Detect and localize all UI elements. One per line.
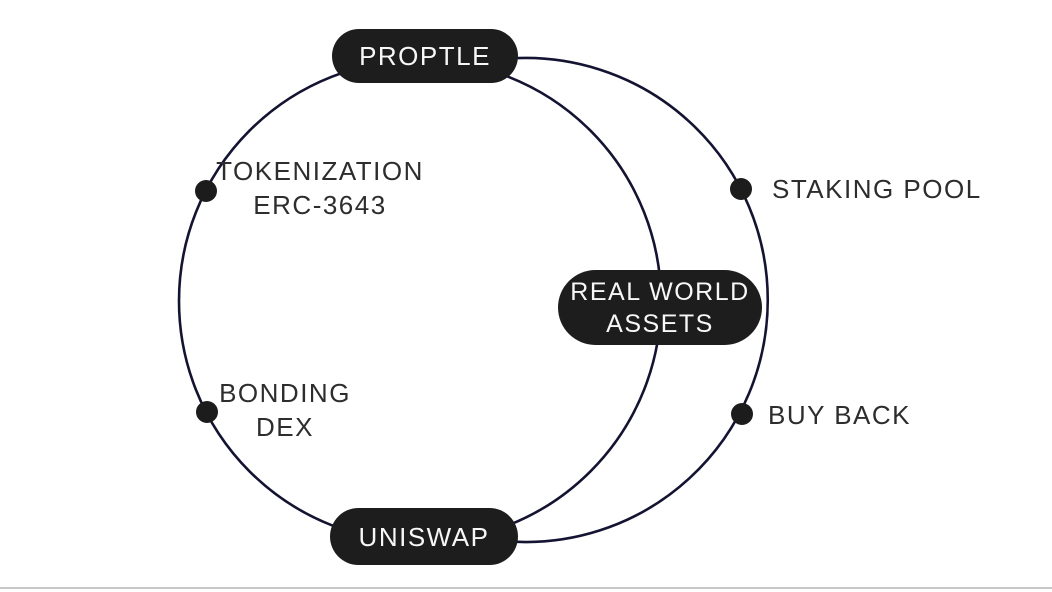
bottom-divider — [0, 587, 1052, 589]
label-tokenization-line2: ERC-3643 — [253, 190, 387, 220]
node-uniswap: UNISWAP — [330, 508, 518, 565]
node-proptle-label: PROPTLE — [359, 41, 491, 71]
node-uniswap-label: UNISWAP — [358, 521, 490, 552]
buy-back-dot — [731, 403, 753, 425]
label-staking-pool: STAKING POOL — [772, 174, 982, 204]
label-bonding-line1: BONDING — [219, 378, 351, 408]
label-tokenization: TOKENIZATION ERC-3643 — [200, 154, 440, 222]
label-bonding-dex: BONDING DEX — [205, 376, 365, 444]
tokenization-dot — [195, 180, 217, 202]
label-bonding-line2: DEX — [256, 412, 314, 442]
node-rwa-line1: REAL WORLD — [570, 277, 750, 306]
node-real-world-assets: REAL WORLD ASSETS — [558, 270, 762, 345]
label-tokenization-line1: TOKENIZATION — [216, 156, 424, 186]
bonding-dex-dot — [196, 401, 218, 423]
node-proptle: PROPTLE — [332, 29, 518, 83]
node-rwa-line2: ASSETS — [606, 309, 714, 338]
label-buy-back: BUY BACK — [768, 400, 912, 430]
staking-pool-dot — [730, 178, 752, 200]
right-outer-arc — [504, 56, 770, 544]
